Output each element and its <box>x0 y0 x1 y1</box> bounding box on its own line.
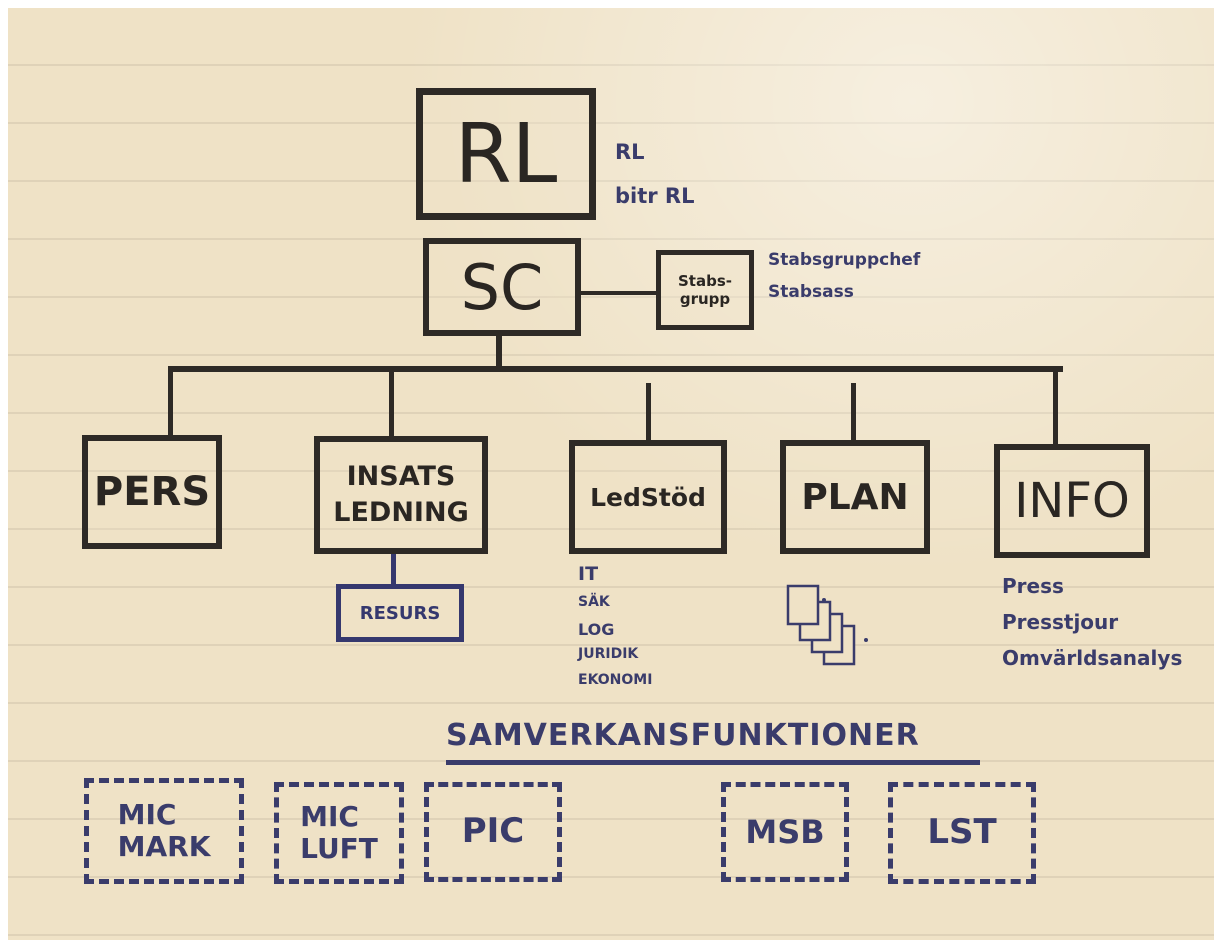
rl-box: RL <box>416 88 596 220</box>
ledstod-box: LedStöd <box>569 440 727 554</box>
coop-label-mic-luft: MIC LUFT <box>300 799 378 865</box>
insats-ledning-label: INSATS LEDNING <box>333 460 469 528</box>
info-note-omvarldsanalys: Omvärldsanalys <box>1002 646 1183 670</box>
info-box: INFO <box>994 444 1150 558</box>
coop-box-pic: PIC <box>424 782 562 882</box>
rl-note-2: bitr RL <box>615 184 695 208</box>
connector-drop-ledstod <box>646 383 651 443</box>
ledstod-note-log: LOG <box>578 620 615 639</box>
resurs-box: RESURS <box>336 584 464 642</box>
coop-label-lst: LST <box>927 812 997 853</box>
resurs-label: RESURS <box>359 602 441 624</box>
coop-box-lst: LST <box>888 782 1036 884</box>
cooperation-title: SAMVERKANSFUNKTIONER <box>446 718 920 753</box>
plan-label: PLAN <box>801 476 909 518</box>
stabsgrupp-label-line2: grupp <box>679 290 731 308</box>
connector-drop-pers <box>168 366 173 436</box>
stabsgrupp-box: Stabs- grupp <box>656 250 754 330</box>
info-note-press: Press <box>1002 574 1064 598</box>
sc-box: SC <box>423 238 581 336</box>
connector-sc-trunk <box>496 336 502 370</box>
coop-box-mic-mark: MIC MARK <box>84 778 244 884</box>
info-note-presstjour: Presstjour <box>1002 610 1119 634</box>
coop-label-msb: MSB <box>745 812 825 851</box>
connector-drop-plan <box>851 383 856 443</box>
ledstod-note-ekonomi: EKONOMI <box>578 672 653 688</box>
ledstod-note-juridik: JURIDIK <box>578 646 639 662</box>
stabsgrupp-label-line1: Stabs- <box>678 272 732 290</box>
connector-drop-insats <box>389 366 394 436</box>
pers-label: PERS <box>93 469 211 515</box>
rl-label: RL <box>454 106 558 202</box>
rl-note-1: RL <box>615 140 645 164</box>
pers-box: PERS <box>82 435 222 549</box>
connector-horizontal-bar <box>168 366 1063 372</box>
sc-label: SC <box>460 250 544 324</box>
coop-label-pic: PIC <box>461 811 525 852</box>
staff-note-2: Stabsass <box>768 282 854 302</box>
documents-icon <box>786 584 868 666</box>
cooperation-title-underline <box>446 760 980 765</box>
connector-drop-info <box>1053 366 1058 444</box>
coop-label-mic-mark: MIC MARK <box>117 797 211 863</box>
connector-insats-resurs <box>391 554 396 588</box>
ledstod-note-sak: SÄK <box>578 594 610 610</box>
insats-ledning-box: INSATS LEDNING <box>314 436 488 554</box>
plan-box: PLAN <box>780 440 930 554</box>
coop-box-msb: MSB <box>721 782 849 882</box>
connector-sc-staff <box>581 291 659 295</box>
flipchart-paper: RL RL bitr RL SC Stabs- grupp Stabsgrupp… <box>8 8 1214 940</box>
ledstod-note-it: IT <box>578 563 599 585</box>
info-label: INFO <box>1014 473 1130 529</box>
ledstod-label: LedStöd <box>590 482 706 512</box>
coop-box-mic-luft: MIC LUFT <box>274 782 404 884</box>
staff-note-1: Stabsgruppchef <box>768 250 921 270</box>
